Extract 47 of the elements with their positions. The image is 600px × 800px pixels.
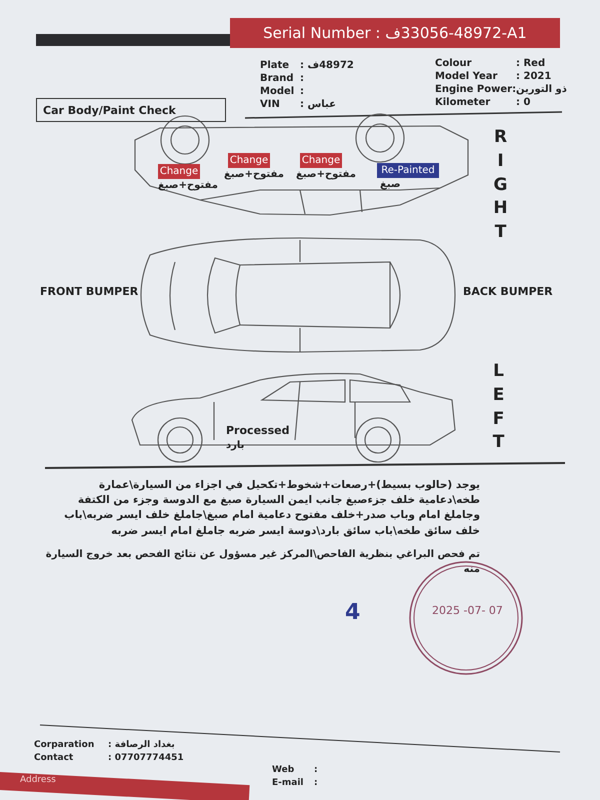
field-label: Model Year bbox=[435, 71, 498, 83]
node-text: Change bbox=[160, 166, 198, 177]
side-label: RIGHT bbox=[492, 126, 509, 244]
node-text: Change bbox=[230, 155, 268, 166]
serial-number-banner bbox=[230, 18, 560, 48]
field-label: Plate bbox=[260, 60, 290, 72]
field-label: : bbox=[300, 73, 304, 85]
field-label: Address bbox=[20, 775, 56, 786]
node-text: Re-Painted bbox=[381, 165, 435, 176]
field-label: : بغداد الرصافة bbox=[108, 740, 175, 751]
note-text: صبغ bbox=[380, 179, 401, 191]
field-label: Contact bbox=[34, 753, 74, 764]
field-label: : ف48972 bbox=[300, 60, 354, 72]
field-label: Model bbox=[260, 86, 294, 98]
field-label: : 07707774451 bbox=[108, 753, 184, 764]
field-label: : bbox=[314, 778, 318, 789]
field-label: Colour bbox=[435, 58, 472, 70]
status-tag bbox=[377, 163, 439, 178]
field-label: 2025 -07- 07 bbox=[432, 604, 503, 618]
field-label: : 0 bbox=[516, 97, 530, 109]
node-text: Car Body/Paint Check bbox=[43, 104, 176, 116]
field-label: Brand bbox=[260, 73, 294, 85]
field-label: Web bbox=[272, 765, 294, 776]
note-text: مفتوح+صبغ bbox=[158, 180, 218, 192]
notes-paragraph: تم فحص البراغي بنظرية الفاحص\المركز غير مسؤول عن نتائج الفحص بعد خروج السيارة منه bbox=[44, 548, 480, 576]
field-label: : bbox=[314, 765, 318, 776]
field-label: : Red bbox=[516, 58, 546, 70]
field-label: : 2021 bbox=[516, 71, 552, 83]
field-label: Processed bbox=[226, 424, 290, 438]
field-label: : bbox=[300, 86, 304, 98]
field-label: 4 bbox=[345, 600, 360, 626]
note-text: مفتوح+صبغ bbox=[296, 169, 356, 181]
field-label: : عباس bbox=[300, 99, 336, 111]
node-text: Change bbox=[302, 155, 340, 166]
field-label: BACK BUMPER bbox=[463, 285, 553, 298]
side-label: LEFT bbox=[492, 360, 506, 454]
section-heading bbox=[36, 98, 226, 122]
field-label: FRONT BUMPER bbox=[40, 285, 138, 298]
field-label: Engine Power: bbox=[435, 84, 516, 96]
notes-paragraph: يوجد (حالوب بسيط)+رصعات+شخوط+تكحيل في اجزاء من السيارة\عمارة طخه\دعامية خلف جزءصبغ جانب ايمن السيارة صبغ مع الدوسة وجزء من الكتفة وجاملغ امام وباب صدر+خلف مفتوح دعامية امام صبغ\جاملغ خلف ايسر ضربه\باب خلف سائق طخه\باب سائق بارد\دوسة ايسر ضربه جاملغ امام ايسر ضربه bbox=[63, 478, 480, 539]
field-label: ذو التورين bbox=[516, 84, 567, 96]
field-label: Kilometer bbox=[435, 97, 490, 109]
field-label: Corparation bbox=[34, 740, 94, 751]
field-label: E-mail bbox=[272, 778, 304, 789]
field-label: VIN bbox=[260, 99, 280, 111]
note-text: مفتوح+صبغ bbox=[224, 169, 284, 181]
node-text: Serial Number : ف33056-48972-A1 bbox=[263, 24, 527, 42]
